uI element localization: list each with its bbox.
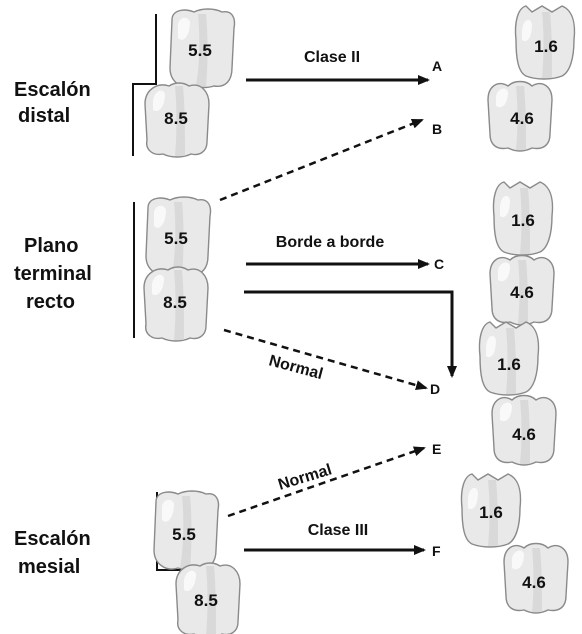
svg-text:5.5: 5.5 bbox=[172, 525, 196, 544]
label-clase-ii: Clase II bbox=[304, 49, 360, 66]
group-distal-line1: Escalón bbox=[14, 79, 91, 101]
tooth-1-6-f: 1.6 bbox=[460, 473, 522, 548]
tooth-5-5-distal: 5.5 bbox=[169, 8, 236, 89]
label-clase-iii: Clase III bbox=[308, 522, 368, 539]
group-recto-line2: terminal bbox=[14, 263, 92, 285]
tooth-8-5-recto: 8.5 bbox=[143, 266, 209, 342]
tooth-5-5-mesial: 5.5 bbox=[153, 490, 220, 571]
outcome-f: F bbox=[432, 543, 441, 559]
outcome-c: C bbox=[434, 256, 444, 272]
label-normal-mesial: Normal bbox=[276, 461, 334, 493]
tooth-1-6-a: 1.6 bbox=[514, 5, 576, 80]
tooth-1-6-d: 1.6 bbox=[478, 321, 540, 396]
outcome-a: A bbox=[432, 58, 442, 74]
svg-text:1.6: 1.6 bbox=[534, 37, 558, 56]
arrow-normal-to-d bbox=[223, 328, 428, 391]
outcome-d: D bbox=[430, 381, 440, 397]
outcome-b: B bbox=[432, 121, 442, 137]
group-mesial-line1: Escalón bbox=[14, 528, 91, 550]
svg-text:5.5: 5.5 bbox=[164, 229, 188, 248]
step-line-distal bbox=[132, 14, 157, 156]
tooth-4-6-c: 4.6 bbox=[489, 254, 555, 326]
svg-text:4.6: 4.6 bbox=[522, 573, 546, 592]
arrow-dashed-to-b bbox=[219, 118, 424, 202]
svg-text:4.6: 4.6 bbox=[512, 425, 536, 444]
tooth-8-5-mesial: 8.5 bbox=[175, 562, 241, 634]
svg-text:5.5: 5.5 bbox=[188, 41, 212, 60]
tooth-5-5-recto: 5.5 bbox=[145, 196, 212, 277]
group-distal-line2: distal bbox=[18, 105, 70, 127]
svg-text:1.6: 1.6 bbox=[511, 211, 535, 230]
label-borde-a-borde: Borde a borde bbox=[276, 234, 385, 251]
group-mesial-line2: mesial bbox=[18, 556, 80, 578]
tooth-8-5-distal: 8.5 bbox=[144, 82, 210, 158]
svg-text:4.6: 4.6 bbox=[510, 109, 534, 128]
group-label-mesial: Escalón mesial bbox=[14, 528, 91, 578]
group-recto-line1: Plano bbox=[24, 235, 78, 257]
svg-text:1.6: 1.6 bbox=[497, 355, 521, 374]
svg-text:4.6: 4.6 bbox=[510, 283, 534, 302]
tooth-4-6-d: 4.6 bbox=[491, 394, 557, 466]
group-recto-line3: recto bbox=[26, 291, 75, 313]
group-label-recto: Plano terminal recto bbox=[14, 235, 92, 313]
svg-text:1.6: 1.6 bbox=[479, 503, 503, 522]
svg-text:8.5: 8.5 bbox=[194, 591, 218, 610]
arrow-elbow-to-d bbox=[244, 290, 457, 378]
outcome-e: E bbox=[432, 441, 441, 457]
svg-text:8.5: 8.5 bbox=[164, 109, 188, 128]
tooth-4-6-a: 4.6 bbox=[487, 80, 553, 152]
arrow-normal-to-e bbox=[227, 446, 426, 518]
svg-text:8.5: 8.5 bbox=[163, 293, 187, 312]
tooth-1-6-c: 1.6 bbox=[492, 181, 554, 256]
group-label-distal: Escalón distal bbox=[14, 79, 91, 127]
label-normal-recto: Normal bbox=[267, 352, 325, 383]
tooth-4-6-f: 4.6 bbox=[503, 542, 569, 614]
